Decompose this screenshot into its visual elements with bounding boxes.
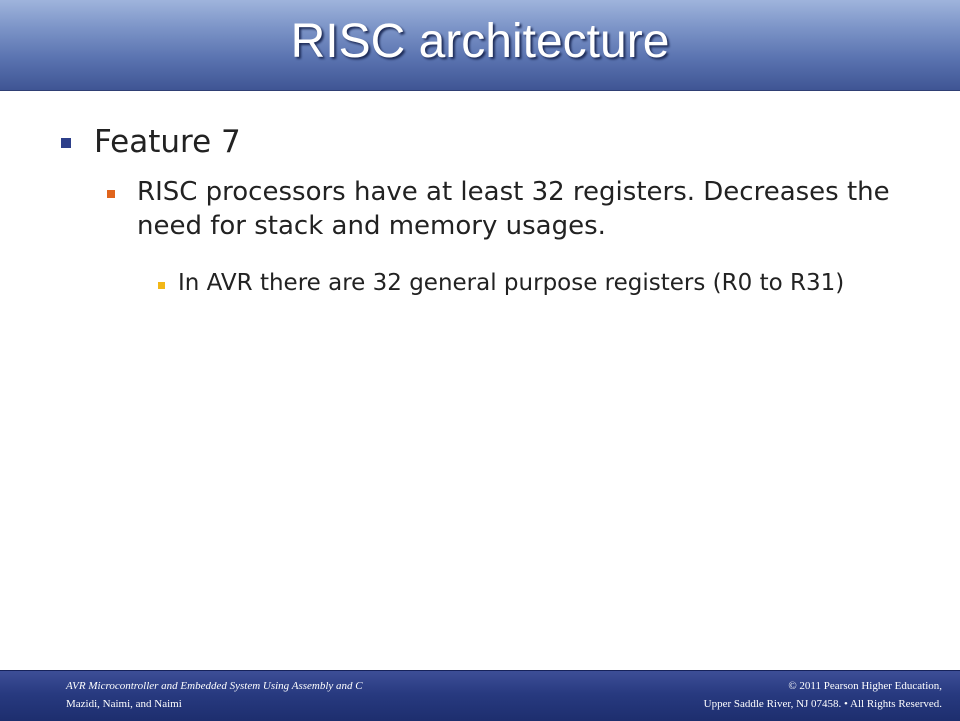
footer-copyright-line1: © 2011 Pearson Higher Education, — [788, 680, 942, 692]
square-bullet-icon — [158, 282, 165, 289]
title-bar: RISC architecture — [0, 0, 960, 91]
square-bullet-icon — [61, 138, 71, 148]
bullet-level1-text: Feature 7 — [94, 124, 241, 160]
footer-authors: Mazidi, Naimi, and Naimi — [66, 698, 182, 710]
footer-bar: AVR Microcontroller and Embedded System … — [0, 670, 960, 721]
footer-book-info: AVR Microcontroller and Embedded System … — [66, 677, 486, 713]
footer-book-title: AVR Microcontroller and Embedded System … — [66, 680, 363, 692]
bullet-level2: RISC processors have at least 32 registe… — [107, 175, 917, 243]
footer-copyright: © 2011 Pearson Higher Education, Upper S… — [582, 677, 942, 713]
bullet-level3: In AVR there are 32 general purpose regi… — [158, 267, 918, 299]
square-bullet-icon — [107, 190, 115, 198]
bullet-level1: Feature 7 — [61, 120, 914, 164]
bullet-level2-text: RISC processors have at least 32 registe… — [137, 177, 890, 241]
footer-copyright-line2: Upper Saddle River, NJ 07458. • All Righ… — [703, 698, 942, 710]
slide-title: RISC architecture — [290, 15, 670, 68]
bullet-level3-text: In AVR there are 32 general purpose regi… — [178, 270, 845, 296]
